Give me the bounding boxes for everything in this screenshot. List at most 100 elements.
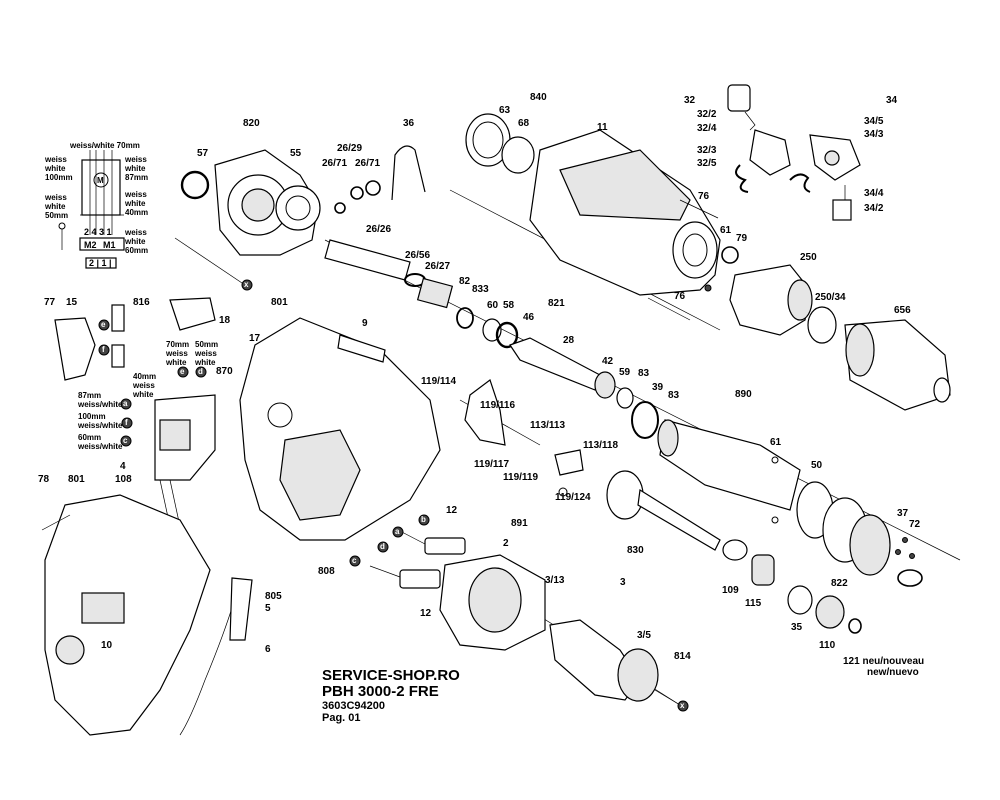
callout-3: 3 (620, 577, 626, 588)
callout-83b: 83 (668, 390, 680, 401)
wiring-top-label: weiss/white 70mm (70, 141, 140, 150)
callout-58: 58 (503, 300, 515, 311)
marker-a-brush: a (395, 527, 400, 536)
callout-77: 77 (44, 297, 56, 308)
bracket-15 (54, 304, 125, 381)
small-gears (787, 585, 862, 634)
footer-model: PBH 3000-2 FRE (322, 683, 439, 700)
callout-119-117: 119/117 (474, 459, 510, 470)
callout-250: 250 (800, 252, 817, 263)
cover-18 (169, 297, 216, 331)
callout-32: 32 (684, 95, 696, 106)
callout-119-114: 119/114 (421, 376, 457, 387)
wiring-m1: M1 (103, 240, 116, 250)
callout-119-116: 119/116 (480, 400, 516, 411)
callout-805: 805 (265, 591, 282, 602)
callout-34-4: 34/4 (864, 188, 884, 199)
callout-78: 78 (38, 474, 50, 485)
callout-34-3: 34/3 (864, 129, 884, 140)
callout-870: 870 (216, 366, 233, 377)
callout-61b: 61 (770, 437, 782, 448)
switch-870 (154, 394, 216, 551)
footer-part-no: 3603C94200 (322, 700, 386, 712)
marker-b-brush: b (421, 515, 426, 524)
callout-61a: 61 (720, 225, 732, 236)
marker-c-switch: c (123, 436, 128, 445)
marker-d-brush: d (380, 542, 385, 551)
callout-801a: 801 (271, 297, 288, 308)
callout-11: 11 (597, 122, 608, 133)
marker-f-switch: f (125, 418, 128, 427)
wiring-left-100: weiss white 100mm (45, 155, 73, 182)
callout-32-3: 32/3 (697, 145, 717, 156)
callout-82: 82 (459, 276, 471, 287)
callout-833: 833 (472, 284, 489, 295)
callout-60: 60 (487, 300, 499, 311)
callout-17: 17 (249, 333, 261, 344)
callout-113-113: 113/113 (530, 420, 566, 431)
callout-76a: 76 (698, 191, 710, 202)
callout-50: 50 (811, 460, 823, 471)
callout-36: 36 (403, 118, 415, 129)
motor-housing-801 (239, 317, 441, 541)
callout-12b: 12 (420, 608, 432, 619)
switch-note-40: 40mm weiss white (133, 372, 157, 399)
chuck-656 (844, 319, 951, 411)
footer-shop: SERVICE-SHOP.RO (322, 667, 460, 684)
callout-39: 39 (652, 382, 664, 393)
callout-108: 108 (115, 474, 132, 485)
callout-115: 115 (745, 598, 762, 609)
wiring-bottom-terms: 2 | 1 | (89, 258, 112, 268)
switch-note-60: 60mm weiss/white (78, 433, 123, 451)
callout-32-4: 32/4 (697, 123, 717, 134)
callout-5: 5 (265, 603, 271, 614)
callout-26-71a: 26/71 (322, 158, 348, 169)
spindle-parts-821 (456, 307, 659, 439)
callout-18: 18 (219, 315, 231, 326)
callout-34: 34 (886, 95, 898, 106)
callout-250-34: 250/34 (815, 292, 846, 303)
callout-119-124: 119/124 (555, 492, 591, 503)
marker-e-left: e (101, 320, 106, 329)
callout-816: 816 (133, 297, 150, 308)
callout-32-5: 32/5 (697, 158, 717, 169)
callout-830: 830 (627, 545, 644, 556)
wiring-terminals: 2 4 3 1 (84, 227, 112, 237)
callout-46: 46 (523, 312, 535, 323)
housing-part-820 (180, 149, 321, 256)
brush-holders-12 (369, 529, 466, 589)
brush-holders-32-34 (727, 84, 861, 221)
marker-d-switch: d (198, 367, 203, 376)
screw-78 (41, 514, 71, 531)
callout-820: 820 (243, 118, 260, 129)
callout-3-13: 3/13 (545, 575, 565, 586)
callout-32-2: 32/2 (697, 109, 717, 120)
marker-f-left: f (102, 345, 105, 354)
tool-holder-250 (729, 264, 837, 344)
callout-119-119: 119/119 (503, 472, 539, 483)
wiring-motor-symbol: M (97, 176, 104, 185)
callout-26-29: 26/29 (337, 143, 363, 154)
marker-x-bottom: x (680, 701, 685, 710)
callout-76b: 76 (674, 291, 686, 302)
field-stator-2 (439, 554, 546, 651)
callout-808: 808 (318, 566, 335, 577)
wiring-schematic (58, 150, 125, 269)
callout-2: 2 (503, 538, 509, 549)
callout-34-2: 34/2 (864, 203, 884, 214)
callout-26-26: 26/26 (366, 224, 392, 235)
callout-12a: 12 (446, 505, 458, 516)
callout-26-71b: 26/71 (355, 158, 381, 169)
shaft-26-26 (324, 239, 454, 309)
armature-3 (549, 619, 681, 706)
wiring-left-50: weiss white 50mm (45, 193, 69, 220)
callout-656: 656 (894, 305, 911, 316)
callout-72: 72 (909, 519, 921, 530)
marker-a-switch: a (123, 399, 128, 408)
callout-821: 821 (548, 298, 565, 309)
callout-9: 9 (362, 318, 368, 329)
callout-890: 890 (735, 389, 752, 400)
marker-x-top: x (244, 280, 249, 289)
marker-e-switch: e (180, 367, 185, 376)
